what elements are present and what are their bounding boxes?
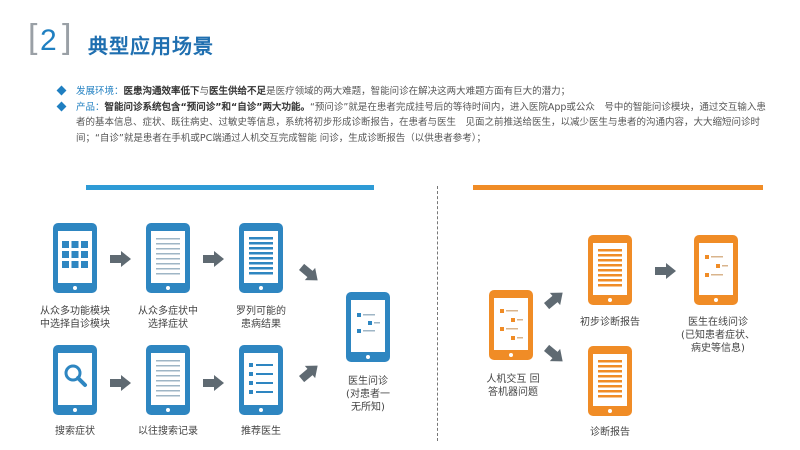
caption-online-consult: 医生在线问诊 (已知患者症状、 病史等信息) [681, 317, 755, 354]
arrow-right-icon [203, 251, 224, 267]
bullet-product: 产品：智能问诊系统包含“预问诊”和“自诊”两大功能。“预问诊”就是在患者完成挂号… [56, 100, 773, 147]
env-mid: 与 [199, 86, 210, 97]
phone-chat-icon [346, 292, 390, 362]
phone-grid-icon [53, 223, 97, 293]
title-bracket-close: ] [62, 18, 72, 56]
phone-online-consult-icon [694, 235, 738, 305]
phone-checklist-icon [239, 345, 283, 415]
search-icon [64, 364, 87, 387]
caption-select-module: 从众多功能模块 中选择自诊模块 [40, 306, 110, 330]
section-divider [437, 186, 438, 441]
prod-label: 产品： [76, 101, 105, 113]
caption-recommend-doctor: 推荐医生 [241, 426, 281, 437]
arrow-up-right-icon [544, 292, 563, 310]
prod-bold: 智能问诊系统包含“预问诊”和“自诊”两大功能。 [104, 101, 310, 113]
arrow-right-icon [203, 375, 224, 391]
caption-search-history: 以往搜索记录 [138, 426, 198, 437]
caption-disease-results: 罗列可能的 患病结果 [236, 306, 286, 330]
arrow-down-right-icon [544, 344, 563, 362]
left-section-bar [86, 185, 374, 190]
section-number: 2 [40, 24, 57, 57]
diamond-bullet-icon [56, 101, 67, 111]
phone-diagnosis-report-icon [588, 346, 632, 416]
caption-select-symptom: 从众多症状中 选择症状 [138, 306, 198, 330]
bullet-environment: 发展环境：医患沟通效率低下与医生供给不足是医疗领域的两大难题，智能问诊在解决这两… [56, 84, 773, 100]
caption-preliminary-report: 初步诊断报告 [580, 317, 640, 328]
env-rest: 是医疗领域的两大难题，智能问诊在解决这两大难题方面有巨大的潜力； [266, 86, 571, 97]
phone-interaction-icon [489, 290, 533, 360]
arrow-down-right-icon [299, 263, 318, 281]
env-bold: 医患沟通效率低下 [123, 86, 200, 97]
phone-dense-list-icon [239, 223, 283, 293]
right-section-bar [473, 185, 763, 190]
phone-history-list-icon [146, 345, 190, 415]
caption-search-symptom: 搜索症状 [55, 426, 95, 437]
caption-diagnosis-report: 诊断报告 [590, 427, 630, 438]
prod-rest: “预问诊”就是在患者完成挂号后的等待时间内，进入医院App或公众 号中的智能问诊… [76, 101, 766, 144]
title-bracket: [ [28, 18, 38, 56]
phone-report-icon [588, 235, 632, 305]
arrow-up-right-icon [299, 365, 318, 383]
env-bold2: 医生供给不足 [209, 86, 267, 97]
arrow-right-icon [110, 251, 131, 267]
phone-list-icon [146, 223, 190, 293]
diamond-bullet-icon [56, 85, 67, 96]
env-label: 发展环境： [76, 86, 124, 97]
caption-human-machine: 人机交互 回 答机器问题 [486, 374, 540, 398]
page-title: 典型应用场景 [88, 34, 214, 58]
arrow-right-icon [110, 375, 131, 391]
intro-text: 发展环境：医患沟通效率低下与医生供给不足是医疗领域的两大难题，智能问诊在解决这两… [56, 84, 773, 147]
caption-doctor-consult: 医生问诊 (对患者一 无所知) [346, 376, 390, 413]
phone-search-icon [53, 345, 97, 415]
arrow-right-icon [655, 263, 676, 279]
